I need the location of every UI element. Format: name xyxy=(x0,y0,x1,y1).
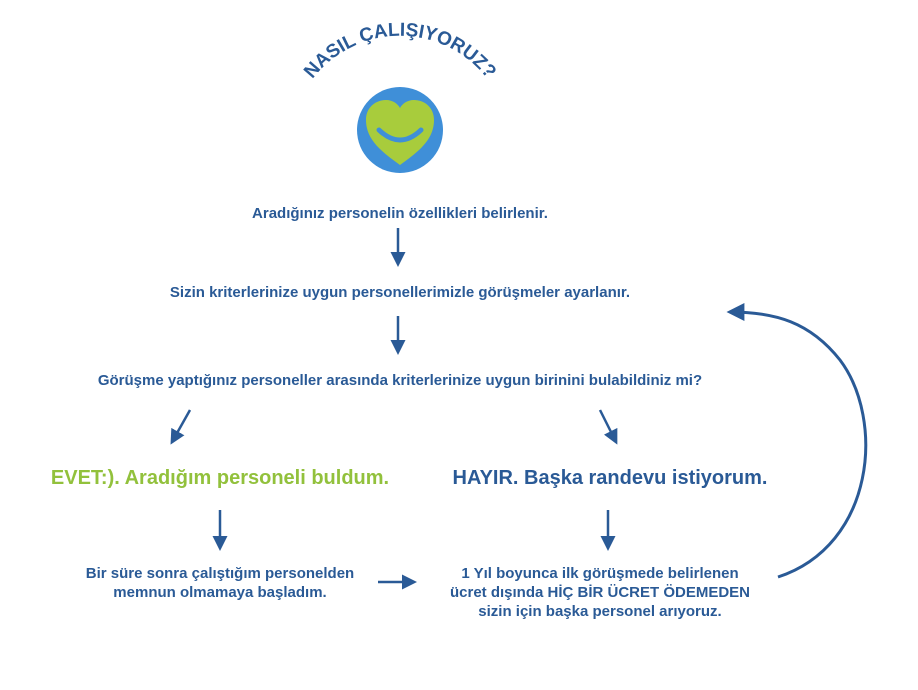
heart-smile-icon xyxy=(357,87,443,173)
yes-answer: EVET:). Aradığım personeli buldum. xyxy=(50,467,390,489)
no-followup-line-3: sizin için başka personel arıyoruz. xyxy=(478,602,722,620)
yes-followup-text: Bir süre sonra çalıştığım personelden me… xyxy=(20,565,420,603)
yes-followup-line-1: Bir süre sonra çalıştığım personelden xyxy=(85,565,355,582)
step-2-text: Sizin kriterlerinize uygun personellerim… xyxy=(169,284,631,301)
no-followup-text: 1 Yıl boyunca ilk görüşmede belirlenen ü… xyxy=(400,565,800,621)
no-answer: HAYIR. Başka randevu istiyorum. xyxy=(452,467,768,489)
arrow-to-no xyxy=(598,409,618,445)
step-1-text: Aradığınız personelin özellikleri belirl… xyxy=(252,205,548,222)
arrow-to-yes xyxy=(170,409,192,445)
no-followup-line-1: 1 Yıl boyunca ilk görüşmede belirlenen xyxy=(461,565,739,582)
page-title: NASIL ÇALIŞIYORUZ? xyxy=(300,20,500,83)
loop-back-arrow xyxy=(726,303,868,579)
no-followup-line-2: ücret dışında HİÇ BİR ÜCRET ÖDEMEDEN xyxy=(449,583,751,601)
yes-followup-line-2: memnun olmamaya başladım. xyxy=(113,583,327,601)
question-text: Görüşme yaptığınız personeller arasında … xyxy=(97,372,703,389)
